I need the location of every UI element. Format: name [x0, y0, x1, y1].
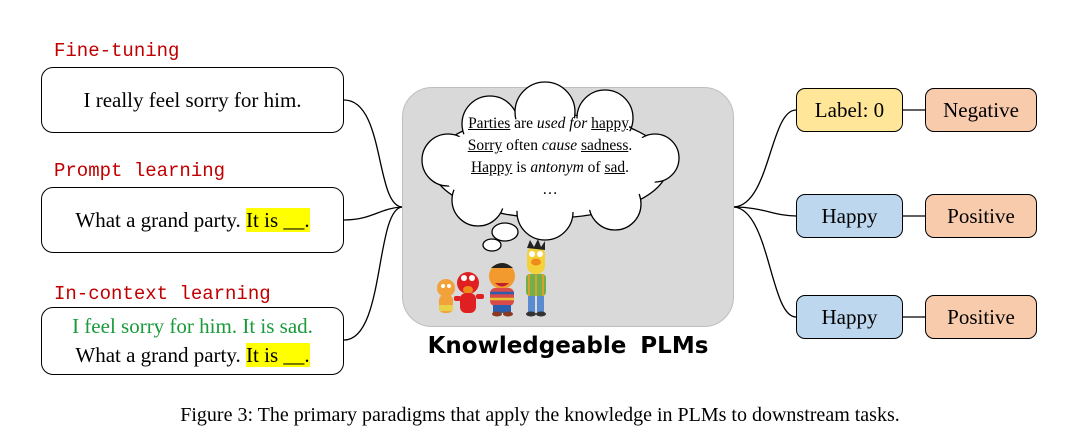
result-label-2: Positive: [947, 203, 1015, 228]
concept-parties: Parties: [468, 115, 511, 132]
fine-tuning-box: I really feel sorry for him.: [41, 67, 344, 133]
prompt-highlight: It is __.: [246, 207, 310, 232]
connector-right-mid: [733, 206, 797, 217]
period: .: [625, 159, 630, 176]
prompt-learning-label: Prompt learning: [54, 160, 226, 182]
output-label-2: Happy: [821, 203, 878, 228]
thought-text: Parties are used for happy. Sorry often …: [430, 113, 670, 201]
thought-line-3: Happy is antonym of sad.: [430, 157, 670, 179]
period: .: [628, 137, 633, 154]
concept-sorry: Sorry: [467, 137, 503, 154]
output-box-3: Happy: [796, 295, 903, 339]
in-context-text: What a grand party.: [75, 343, 241, 367]
word-is: is: [516, 159, 527, 176]
relation-cause: cause: [541, 137, 578, 154]
word-often: often: [506, 137, 538, 154]
thought-line-2: Sorry often cause sadness.: [430, 135, 670, 157]
in-context-box: I feel sorry for him. It is sad. What a …: [41, 307, 344, 375]
fine-tuning-text: I really feel sorry for him.: [83, 87, 302, 112]
result-label-3: Positive: [947, 304, 1015, 329]
prompt-text: What a grand party.: [75, 207, 241, 232]
muppet-orange-icon: [437, 279, 455, 313]
output-box-1: Label: 0: [796, 88, 903, 132]
result-label-1: Negative: [943, 97, 1019, 122]
relation-antonym: antonym: [530, 159, 584, 176]
fine-tuning-label: Fine-tuning: [54, 40, 180, 62]
output-box-2: Happy: [796, 194, 903, 238]
word-of: of: [587, 159, 601, 176]
connector-right-top: [733, 109, 797, 208]
in-context-demo: I feel sorry for him. It is sad.: [72, 314, 313, 338]
relation-used-for: used for: [536, 115, 588, 132]
connector-fine-tuning: [343, 99, 403, 208]
output-label-1: Label: 0: [814, 97, 885, 122]
concept-sad: sad: [604, 159, 626, 176]
thought-ellipsis: …: [542, 181, 558, 198]
muppet-bert-icon: [526, 239, 546, 317]
connector-prompt: [343, 206, 403, 221]
concept-happy: happy: [591, 115, 629, 132]
in-context-highlight: It is __.: [246, 343, 310, 367]
concept-sadness: sadness: [581, 137, 629, 154]
result-box-2: Positive: [925, 194, 1037, 238]
result-box-3: Positive: [925, 295, 1037, 339]
in-context-label: In-context learning: [54, 283, 271, 305]
connector-in-context: [343, 206, 403, 341]
period: .: [628, 115, 632, 132]
thought-bubble-2: [482, 238, 502, 252]
muppet-ernie-icon: [489, 263, 515, 317]
prompt-learning-box: What a grand party. It is __.: [41, 187, 344, 253]
connector-right-bot: [733, 206, 797, 318]
concept-happy-2: Happy: [470, 159, 513, 176]
plm-title: Knowledgeable PLMs: [427, 333, 709, 359]
output-label-3: Happy: [821, 304, 878, 329]
result-box-1: Negative: [925, 88, 1037, 132]
thought-bubble-1: [491, 222, 519, 242]
thought-line-1: Parties are used for happy.: [430, 113, 670, 135]
word-are: are: [514, 115, 534, 132]
figure-caption: Figure 3: The primary paradigms that app…: [180, 404, 900, 426]
muppet-red-icon: [454, 272, 484, 313]
